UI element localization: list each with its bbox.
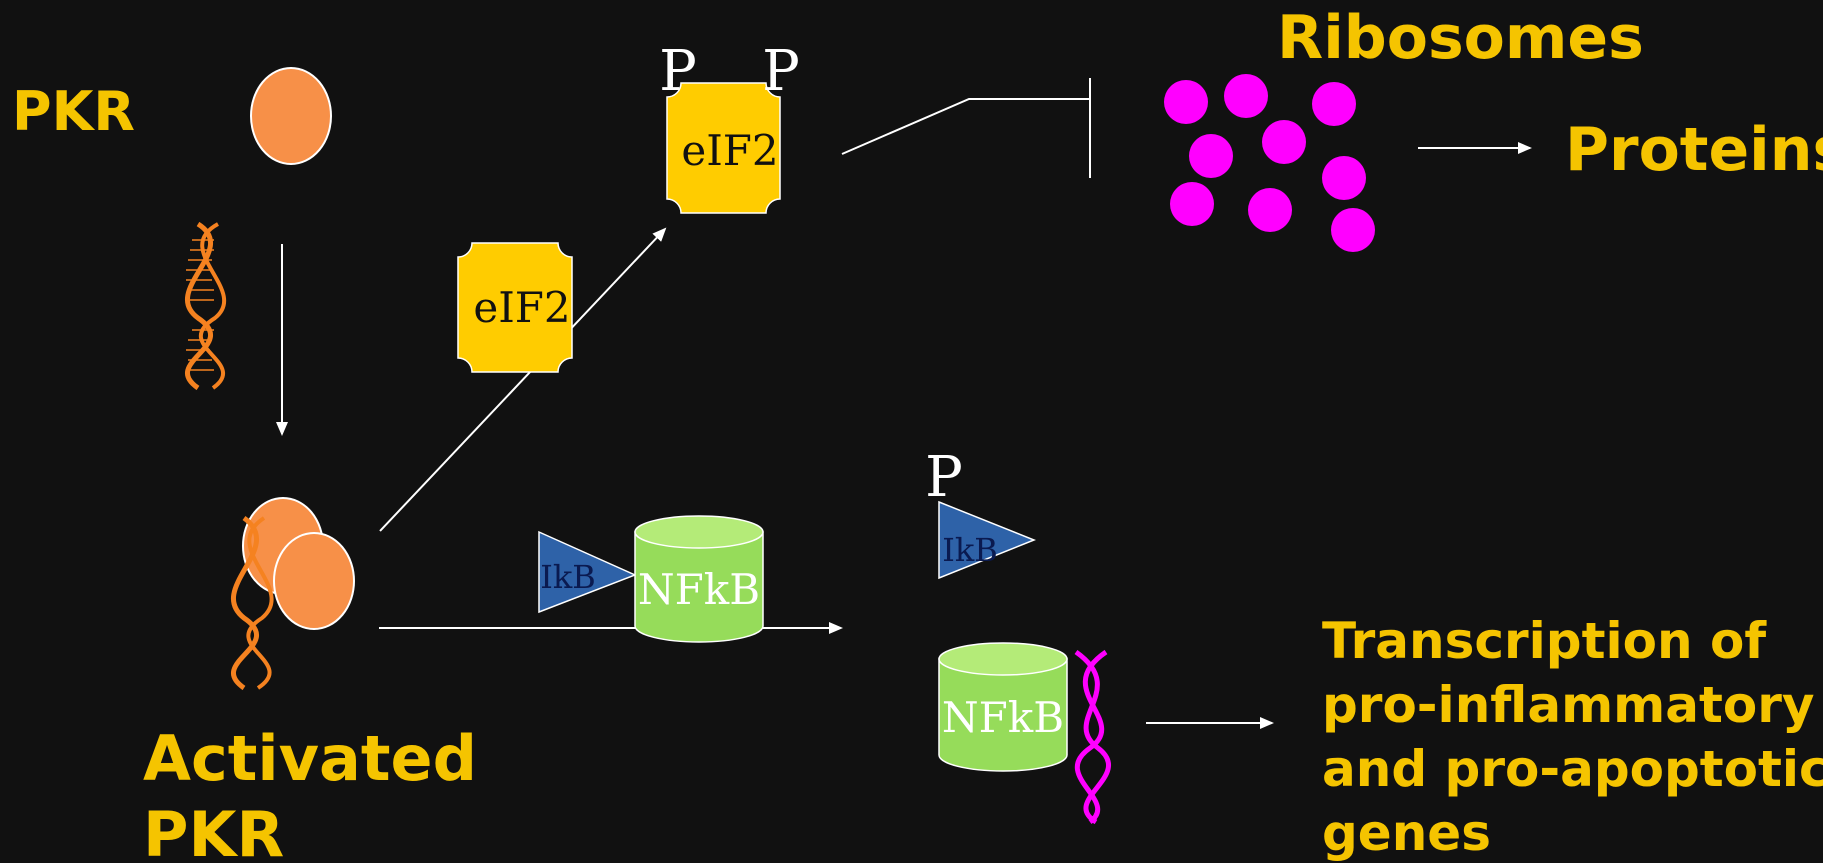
nfkb-dna-bound: NFkB [938, 642, 1111, 825]
pkr-label: PKR [12, 80, 135, 143]
activated-pkr-dimer [230, 497, 355, 691]
ikb-free-label: IkB [942, 531, 998, 569]
ribosomes-label: Ribosomes [1277, 3, 1644, 73]
inhibition-bar-icon [841, 78, 1091, 178]
transcription-label-line2: pro-inflammatory [1322, 676, 1815, 734]
transcription-label-line4: genes [1322, 804, 1491, 862]
phosphorylation-arrow [379, 227, 667, 532]
phosphorylated-ikb: P IkB [925, 445, 1037, 580]
dna-helix-icon [1074, 649, 1111, 825]
nfkb-free-label: NFkB [942, 693, 1064, 742]
nfkb-label: NFkB [638, 565, 760, 614]
dsRNA-helix-icon [184, 221, 227, 391]
activated-pkr-label-line1: Activated [143, 722, 477, 795]
ribosome-dot-icon [1164, 74, 1375, 252]
eif2-label: eIF2 [473, 283, 570, 332]
ikb-nfkb-complex: IkB NFkB [538, 515, 764, 643]
eif2-phosphorylated: eIF2 P P [659, 39, 800, 214]
phospho-mark-2: P [762, 39, 800, 104]
ikb-triangle [538, 530, 637, 614]
transcription-label-line1: Transcription of [1322, 612, 1767, 670]
activated-pkr-label-line2: PKR [143, 798, 284, 863]
pkr-inactive [250, 67, 332, 165]
phospho-mark-ikb: P [925, 445, 963, 510]
transcription-label-line3: and pro-apoptotic [1322, 740, 1823, 798]
proteins-label: Proteins [1565, 115, 1823, 185]
ikb-label: IkB [540, 558, 596, 596]
eif2-unphosphorylated: eIF2 [457, 242, 573, 373]
eif2-phos-label: eIF2 [681, 126, 778, 175]
phospho-mark-1: P [659, 39, 697, 104]
